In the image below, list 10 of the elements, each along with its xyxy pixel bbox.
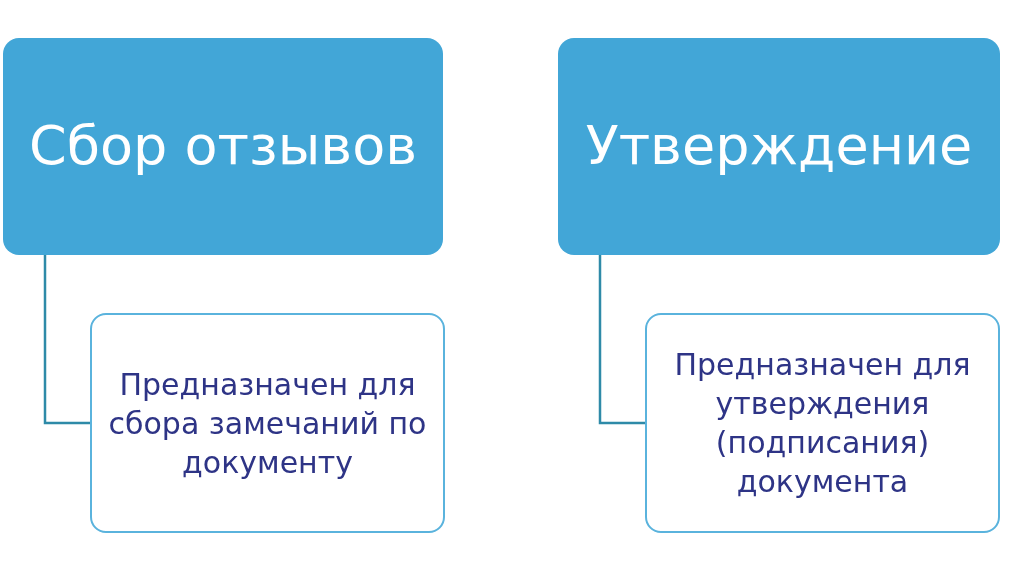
connector-line <box>43 255 90 425</box>
connector-line <box>598 255 645 425</box>
process-box <box>3 38 443 255</box>
box-text: Предназначен для утверждения (подписания) документа <box>673 346 972 501</box>
box-text: Утверждение <box>585 113 973 180</box>
description-box <box>90 313 445 533</box>
process-box <box>558 38 1000 255</box>
box-text: Сбор отзывов <box>29 113 417 180</box>
box-text: Предназначен для сбора замечаний по документу <box>107 365 428 482</box>
description-box <box>645 313 1000 533</box>
